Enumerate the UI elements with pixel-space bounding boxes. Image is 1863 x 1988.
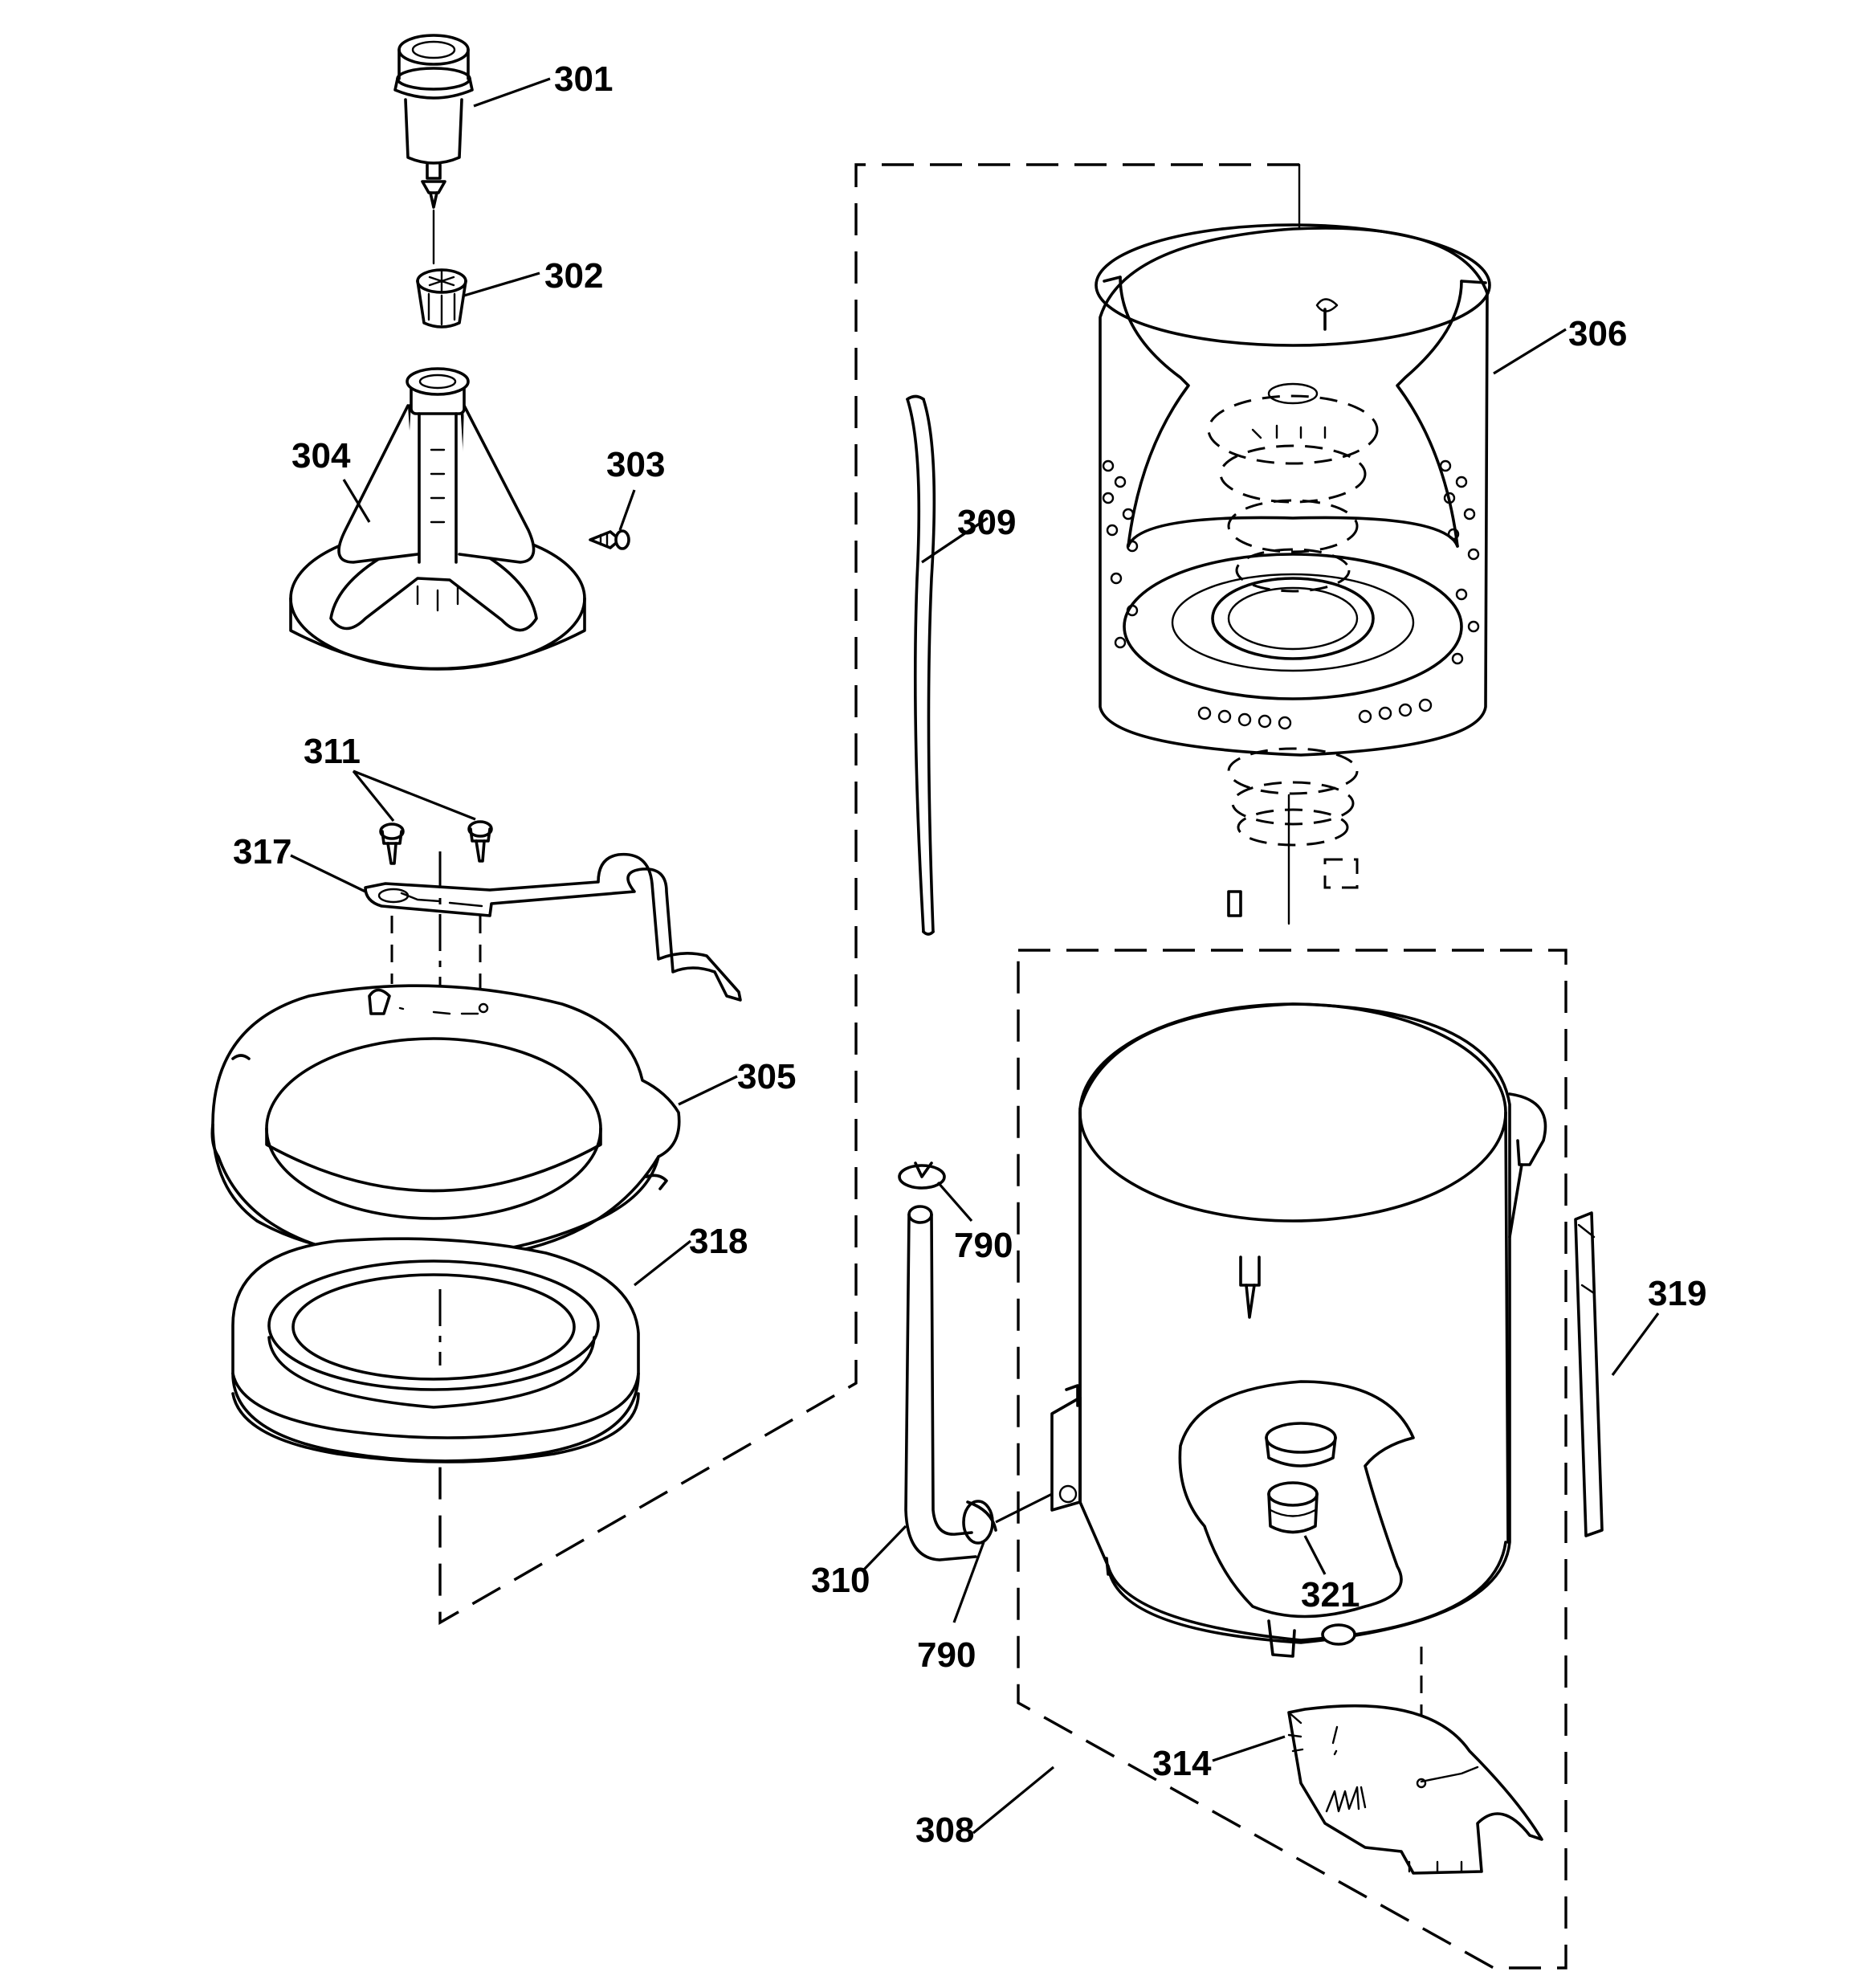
leader-318 [634,1239,691,1287]
callout-303: 303 [606,445,665,484]
callout-309: 309 [957,503,1016,542]
screw-311-right [467,820,493,863]
strip-319 [1574,1211,1604,1537]
spin-basket-306 [1095,223,1491,757]
tub-ring-318 [231,1237,640,1463]
leader-309 [921,516,989,564]
leader-303 [618,489,636,531]
screw-303 [589,529,630,550]
callout-301: 301 [554,59,613,99]
callout-305: 305 [737,1057,796,1096]
callout-790-upper: 790 [954,1226,1013,1265]
callout-317: 317 [233,832,291,872]
callout-310: 310 [811,1561,870,1600]
agitator-cap-301 [393,34,474,209]
leader-306 [1493,328,1567,375]
callout-306: 306 [1568,314,1627,353]
leader-311-left [352,769,395,823]
callout-311: 311 [304,732,361,771]
agitator-304 [289,367,586,671]
leader-308 [972,1766,1055,1835]
callout-318: 318 [689,1222,748,1261]
leader-321 [1303,1535,1327,1575]
basket-assembly-dashed-outline [438,163,1299,1625]
leader-310 [862,1525,907,1572]
leader-301 [473,77,551,108]
leader-319 [1611,1312,1660,1376]
callout-790-lower: 790 [917,1635,976,1675]
leader-314 [1212,1735,1286,1762]
leader-302 [463,271,540,297]
overflow-hose-317 [364,852,742,1002]
callout-308: 308 [915,1810,974,1850]
screw-311-left [379,823,405,865]
clamp-790-lower [962,1500,997,1545]
agitator-cam-302 [416,268,467,329]
outer-tub-321 [1050,1002,1547,1658]
callout-321: 321 [1301,1575,1360,1614]
leader-304 [342,479,371,523]
hose-309 [906,394,936,936]
callout-314: 314 [1152,1744,1212,1783]
basket-perforations [1102,459,1480,730]
tub-cover-ring-305 [210,984,681,1263]
clamp-790-upper [898,1161,946,1190]
callout-304: 304 [291,436,351,476]
callout-319: 319 [1648,1274,1706,1313]
callout-302: 302 [544,256,603,296]
drain-hose-310 [904,1205,1053,1561]
leader-311-right [353,769,476,821]
leader-305 [678,1075,738,1106]
tub-assembly-dashed-outline [1017,949,1567,1970]
splash-shield-314 [1287,1704,1543,1875]
leader-317 [290,854,366,893]
leader-790-lower [952,1541,985,1623]
basket-hub-dashed [1227,747,1359,925]
leader-790-upper [936,1181,973,1223]
